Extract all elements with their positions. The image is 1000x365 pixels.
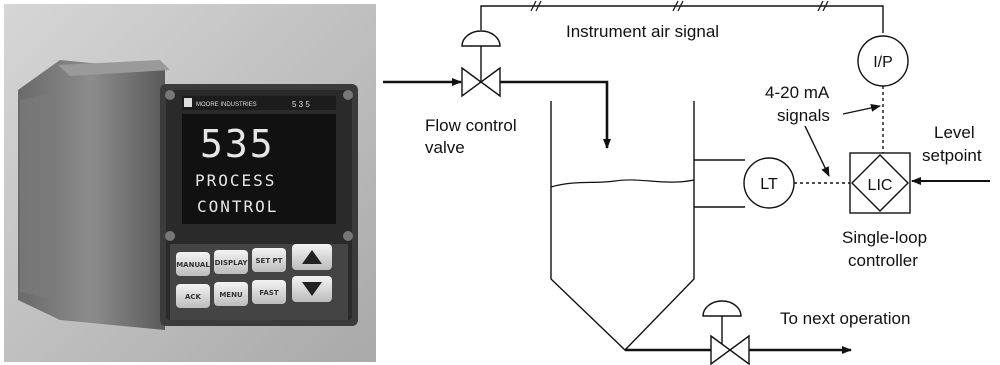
signals-label-line1: 4-20 mA [765, 83, 830, 102]
tank [551, 101, 694, 350]
valve-actuator-icon [462, 31, 500, 46]
signals-callout-arrow-ip [843, 106, 880, 114]
signals-callout-arrow-lt [805, 126, 829, 176]
level-transmitter-label: LT [760, 176, 778, 193]
flow-control-valve-label-line1: Flow control [425, 116, 517, 135]
level-setpoint-label-line1: Level [934, 123, 975, 142]
level-controller-label: LIC [868, 177, 893, 194]
controller-label-line1: Single-loop [842, 228, 927, 247]
flow-control-valve-label-line2: valve [425, 138, 465, 157]
liquid-level [551, 180, 694, 187]
level-setpoint-label-line2: setpoint [922, 146, 982, 165]
ip-converter-label: I/P [873, 54, 893, 71]
signals-label-line2: signals [777, 106, 830, 125]
instrument-air-signal-label: Instrument air signal [566, 22, 719, 41]
controller-label-line2: controller [848, 251, 918, 270]
outlet-valve-icon[interactable] [711, 336, 749, 364]
to-next-operation-label: To next operation [780, 309, 910, 328]
feed-flow-line [500, 82, 607, 148]
outlet-valve-actuator-icon [703, 301, 741, 316]
